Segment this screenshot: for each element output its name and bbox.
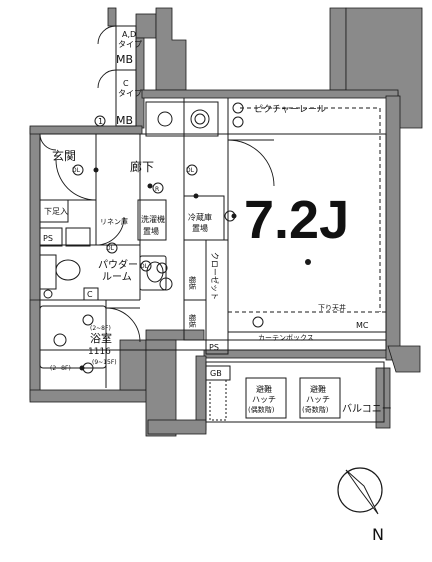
labels: 7.2J A,D タイプ MB C タイプ MB 1 ピクチャーレール 玄関 廊… [43,30,392,544]
range-hood-icon [152,182,164,194]
downlight-icon [72,164,84,176]
wall-segment [141,89,399,99]
light-icon [156,262,168,274]
north-arrow-icon [337,467,383,515]
ps-label-top: PS [43,234,53,243]
exhaust-icon [82,314,94,326]
hatch-label-1b: 避難 [310,384,326,394]
walls [29,7,423,437]
type-c-suffix: タイプ [118,89,142,98]
downlight-label: DL [140,263,149,270]
fridge-label-2: 置場 [192,223,208,233]
gb-label: GB [210,369,222,378]
shoe-box-outline [39,199,69,223]
hatch-label-1a: 避難 [256,384,272,394]
shelf-label-lower: 棚板 [188,314,197,328]
powder-room-label-2: ルーム [102,271,132,283]
ceiling-light-icon [79,365,85,371]
area-label: 7.2J [244,190,349,250]
entrance-label: 玄関 [52,148,76,163]
light-points [79,167,311,371]
bath-note-upper: (2~8F) [90,325,111,332]
type-ad-suffix: タイプ [118,40,142,49]
wall-segment [195,355,207,431]
wall-segment [107,7,117,27]
wall-segment [147,419,207,435]
fridge-label-1: 冷蔵庫 [188,212,212,222]
wall-segment [119,339,147,391]
balcony-label: バルコニー [342,403,392,415]
ceiling-light-icon [93,167,99,173]
lowered-ceiling-label: 下り天井 [318,303,346,312]
ceiling-light-icon [305,259,311,265]
downlight-label: DL [186,167,195,174]
wall-segment [135,13,157,39]
type-ad-label: A,D [122,30,136,39]
downlight-icon [186,164,198,176]
wall-segment [29,389,149,403]
downlight-icon [140,260,152,272]
bath-drain-icon [53,333,67,347]
hallway-label: 廊下 [130,159,154,174]
ps-outline [39,227,63,247]
ps-label-bottom: PS [209,343,219,352]
ceiling-light-icon [147,183,153,189]
meter-icon [94,115,106,127]
hatch-label-even: (偶数階) [248,405,275,414]
ceiling-light-icon [231,213,237,219]
range-hood-label: R [155,186,159,193]
shoe-box-label: 下足入 [44,207,68,216]
bathroom-label: 浴室 [90,331,112,345]
wall-segment [375,367,391,429]
picture-rail-label: ピクチャーレール [254,104,326,115]
mb-closet-outline [115,25,137,127]
powder-room-label-1: パウダー [98,258,138,271]
shelf-label-upper: 棚板 [188,276,197,290]
washer-label-2: 置場 [143,226,159,236]
wall-segment [29,125,143,135]
wall-segment [135,37,145,129]
hatch-label-2b: ハッチ [306,395,330,404]
mb-lower-label: MB [116,114,133,127]
outlet-icon [232,116,244,128]
washer-label-1: 洗濯機 [141,214,165,224]
curtain-box-label: カーテンボックス [258,334,314,342]
downlight-label: DL [106,245,115,252]
bath-note-lower: (9~15F) [92,359,117,366]
wall-segment [145,329,205,341]
outlet-icon [232,102,244,114]
wall-segment [329,7,347,91]
meter-number: 1 [98,117,103,126]
wall-segment [203,349,391,359]
mc-label: MC [356,321,369,330]
outlet-icon [252,316,264,328]
mb-upper-label: MB [116,53,133,66]
wall-segment [29,299,41,401]
north-label: N [372,525,384,544]
switch-icon [43,289,53,299]
wall-segment [345,7,423,129]
type-c-label: C [123,79,129,88]
linen-label: リネン庫 [100,217,128,226]
downlight-icon [106,242,118,254]
hatch-label-2a: ハッチ [252,395,276,404]
closet-label: クローゼット [210,252,220,300]
c-box-label: C [87,290,93,299]
sink-drain-icon [159,277,173,291]
washer-outline [137,199,167,241]
downlight-label: DL [72,167,81,174]
wall-segment [155,7,187,91]
bath-note-side: (2~8F) [50,365,71,372]
door-swings [39,25,275,343]
bath-size-label: 1116 [88,347,111,357]
wall-segment [385,95,401,361]
wall-segment [387,345,421,373]
hatch-label-odd: (奇数階) [302,405,329,414]
ceiling-light-icon [193,193,199,199]
fixture-symbols [43,102,264,374]
